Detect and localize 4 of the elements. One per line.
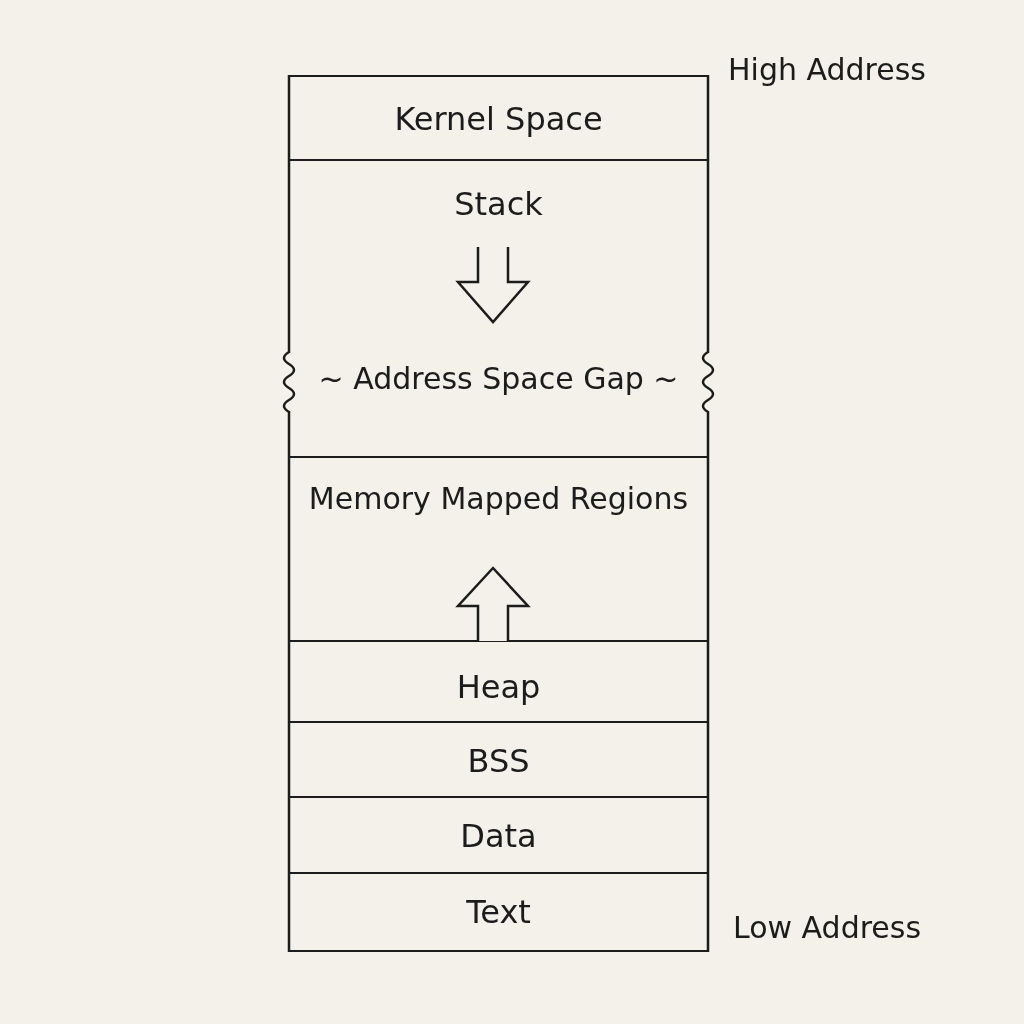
address-label: High Address — [728, 52, 926, 87]
address-label: Low Address — [733, 910, 922, 945]
block-arrow — [455, 566, 531, 643]
memory-segment — [289, 872, 708, 952]
